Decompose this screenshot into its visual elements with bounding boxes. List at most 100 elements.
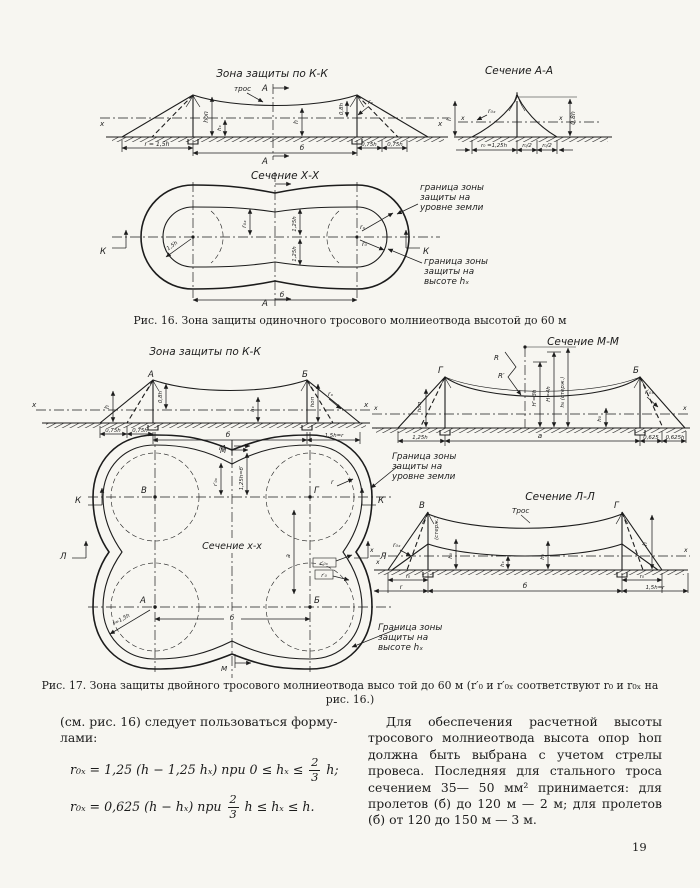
fig16-aa-diagram: Сечение А-А х х h 0,8h r₀ₓ r₀ =1,25h r₀/…	[446, 65, 612, 154]
l-axis-label: Л	[59, 552, 67, 562]
protection-profile-hatched	[396, 376, 687, 429]
dim-125h: 1,25h	[412, 435, 428, 441]
note-hx-boundary: высоте hₓ	[424, 277, 469, 287]
point-b: Б	[314, 596, 320, 606]
x-axis-label: х	[99, 119, 105, 128]
section-xx-label: Сечение x-x	[202, 541, 262, 552]
point-g: Г	[314, 486, 320, 496]
dim-075h: 0,75h	[105, 428, 121, 434]
x-axis-label: х	[437, 119, 443, 128]
label-h3h: H′=3h	[532, 389, 538, 406]
dim-15h-r: 1,5h=r	[646, 585, 666, 591]
label-125h: 1,25h	[292, 216, 298, 232]
label-tros: трос	[234, 84, 251, 93]
dim-b: б	[226, 430, 231, 439]
label-08h: 0,8h	[339, 102, 345, 115]
label-125h-b: 1,25h=б′	[239, 465, 245, 490]
label-r0x: r₀ₓ	[241, 220, 248, 228]
formula-2: r₀ₓ = 0,625 (h − hₓ) при 2 3 h ≤ hₓ ≤ h.	[70, 791, 360, 821]
fig17-annotations: Граница зоны защиты на уровне земли Гран…	[378, 452, 456, 653]
label-R: R	[494, 353, 499, 362]
k-axis-label: К	[75, 496, 82, 506]
section-m-mark: М	[219, 443, 226, 452]
fig17-caption-line1: Рис. 17. Зона защиты двойного тросового …	[41, 679, 659, 692]
fig17-kk-title: Зона защиты по К-К	[149, 346, 261, 358]
k-axis-label: К	[423, 247, 430, 257]
note-hx-boundary: защиты на	[378, 633, 428, 643]
x-trace-label: х	[375, 559, 380, 566]
label-08h: 0,8h	[570, 111, 577, 125]
label-h-op: hоп	[310, 396, 316, 407]
outer-boundary	[92, 434, 373, 670]
point-b: Б	[633, 366, 639, 376]
section-m-mark: М	[221, 664, 228, 673]
label-r0x: r₀ₓ	[393, 542, 401, 549]
note-ground-boundary: граница зоны	[420, 183, 484, 193]
label-h0: h₀	[597, 415, 603, 421]
note-hx-boundary: граница зоны	[424, 257, 488, 267]
point-a: А	[139, 596, 146, 606]
label-h0: h₀	[540, 553, 546, 559]
point-b: Б	[302, 370, 308, 380]
dim-r0-half: r₀/2	[542, 143, 552, 149]
section-a-mark: А	[261, 84, 268, 94]
protection-triangle	[471, 94, 560, 138]
note-hx-boundary: высоте hₓ	[378, 643, 423, 653]
note-ground-boundary: защиты на	[392, 462, 442, 472]
point-g: Г	[438, 366, 444, 376]
fig16-caption: Рис. 16. Зона защиты одиночного тросовог…	[133, 314, 567, 327]
fig17-kk-diagram: Зона защиты по К-К х х А Б h 0,8h hₓ hоп…	[31, 346, 372, 456]
label-h4h: H=4h	[546, 386, 552, 402]
fig16-xx-diagram: Сечение Х-Х К К А 1,5h r₀ₓ 1,25h 1,25h r…	[100, 170, 488, 309]
dim-0625h: 0,625h	[666, 435, 685, 441]
dim-075h: 0,75h	[361, 142, 377, 148]
x-axis-label: х	[363, 400, 369, 409]
label-08h: 0,8h	[158, 390, 164, 403]
label-r0x-prime: r′₀ₓ	[213, 477, 219, 486]
page-number: 19	[632, 840, 647, 854]
label-R-prime: R′	[498, 371, 505, 380]
fraction-two-thirds: 2 3	[227, 791, 239, 821]
dim-a: a	[538, 431, 542, 440]
fraction-two-thirds: 2 3	[309, 754, 321, 784]
k-axis-label: К	[100, 247, 107, 257]
fig16-kk-diagram: Зона защиты по К-К х х А А hоп hₓ h 0,8h…	[99, 68, 448, 167]
fig17-xx-diagram: М М К К Л Л В Г А Б Сечение x-x r′₀ₓ 1,2…	[59, 432, 399, 678]
fraction-numerator: 2	[229, 791, 237, 806]
protection-profile-hatched	[390, 543, 660, 571]
label-h: h	[446, 117, 453, 121]
label-h0: h₀	[448, 552, 454, 558]
label-h: h	[293, 120, 300, 124]
label-125h: 1,25h	[292, 246, 298, 262]
point-v: В	[141, 486, 147, 496]
fraction-numerator: 2	[311, 754, 319, 769]
dim-r-15h: r = 1,5h	[144, 141, 169, 148]
cable-curve	[192, 94, 358, 106]
section-a-mark: А	[261, 157, 268, 167]
dim-r0-125h: r₀ =1,25h	[481, 143, 508, 149]
dim-a: a	[285, 554, 292, 558]
fig17-mm-diagram: Сечение М-М R R′ H′=3h H=4h h₀ (стерж.) …	[372, 336, 690, 446]
formula-2-pre: r₀ₓ = 0,625 (h − hₓ) при	[70, 798, 222, 814]
label-r-15h: r=1,5h	[112, 613, 132, 628]
formula-1: r₀ₓ = 1,25 (h − 1,25 hₓ) при 0 ≤ hₓ ≤ 2 …	[70, 754, 360, 784]
fig17-mm-title: Сечение М-М	[547, 336, 619, 348]
fraction-bar	[227, 806, 239, 808]
label-hx: hₓ	[500, 560, 506, 566]
label-r: r	[331, 479, 334, 486]
note-hx-boundary: Граница зоны	[378, 623, 442, 633]
left-paragraph-line1: (см. рис. 16) следует пользоваться форму…	[60, 714, 338, 729]
formula-2-post: h ≤ hₓ ≤ h.	[244, 798, 315, 814]
note-ground-boundary: защиты на	[420, 193, 470, 203]
dim-b: б	[523, 581, 528, 590]
right-text-column: Для обеспечения расчетной высоты тросово…	[368, 714, 662, 828]
dim-r0: r₀	[640, 574, 645, 580]
dim-b: б	[300, 143, 305, 152]
label-r0x-prime: r′₀ₓ	[645, 389, 654, 396]
fig17-ll-diagram: Сечение Л-Л Трос х х В Г (стерж.) r₀ₓ h₀…	[369, 491, 690, 594]
ground-hatch	[112, 137, 444, 142]
label-r0-box: r′₀	[321, 573, 327, 579]
note-ground-boundary: уровне земли	[419, 203, 484, 213]
